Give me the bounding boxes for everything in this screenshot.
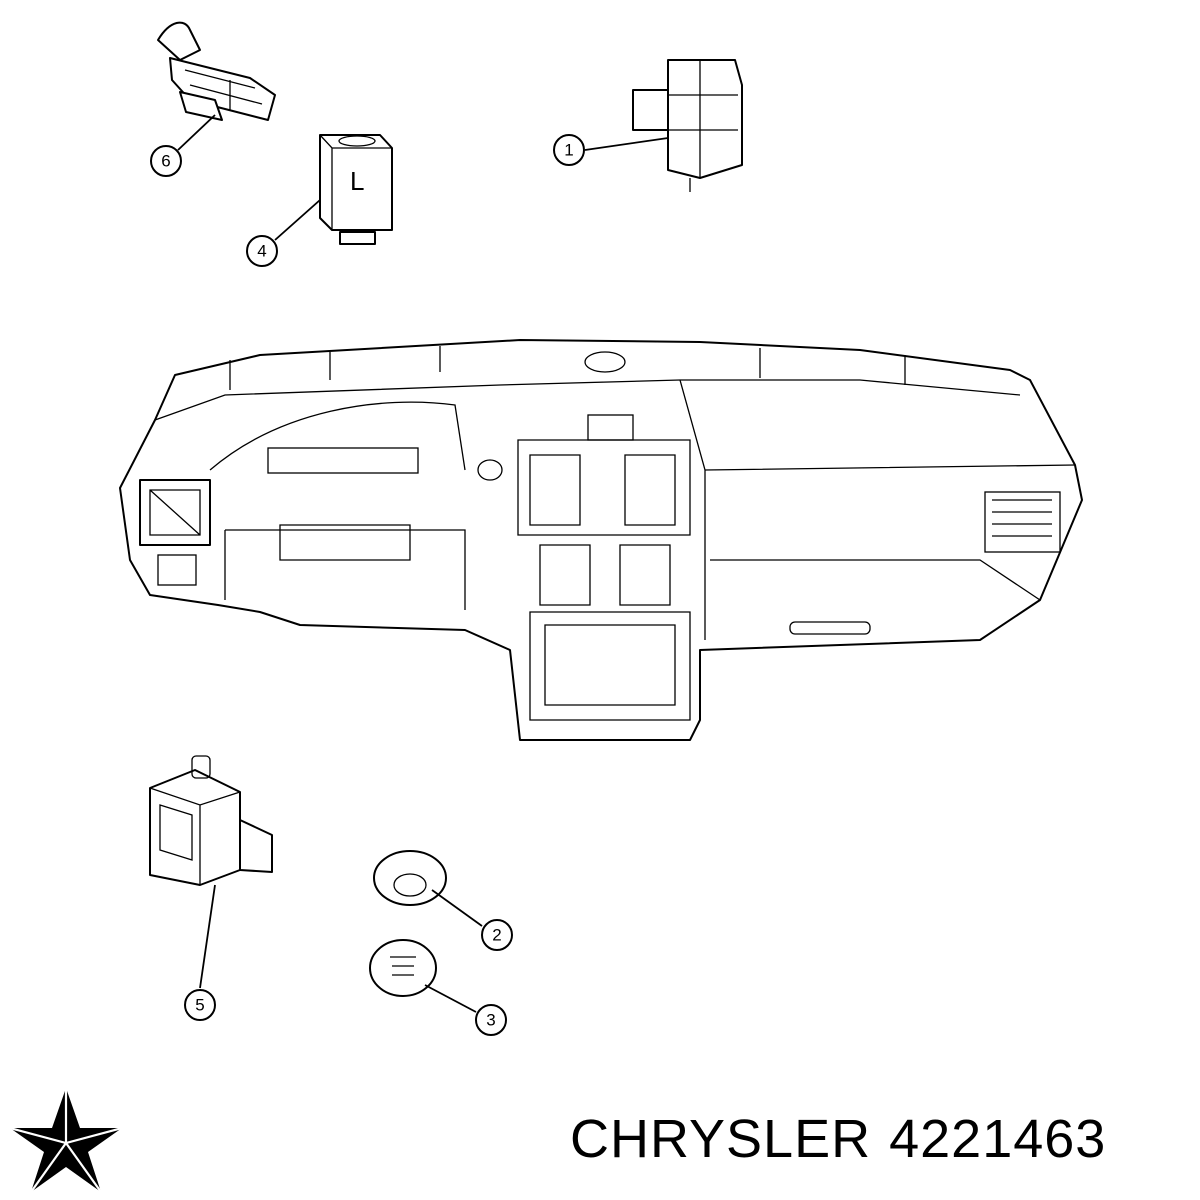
callout-5: 5 <box>184 989 216 1021</box>
callout-1: 1 <box>553 134 585 166</box>
leader-lines <box>177 114 669 1013</box>
brand-part-number-caption: CHRYSLER 4221463 <box>570 1108 1124 1170</box>
part-4-switch: L <box>319 134 393 245</box>
svg-text:4: 4 <box>257 242 266 261</box>
switch-letter-label: L <box>350 166 364 196</box>
svg-text:2: 2 <box>492 926 501 945</box>
part-1-switch-module <box>632 59 743 192</box>
part-number: 4221463 <box>889 1109 1107 1169</box>
svg-text:6: 6 <box>161 152 170 171</box>
instrument-panel-assembly <box>119 339 1083 741</box>
callout-6: 6 <box>150 145 182 177</box>
svg-text:3: 3 <box>486 1011 495 1030</box>
callout-2: 2 <box>481 919 513 951</box>
pentastar-logo <box>9 1088 123 1193</box>
svg-text:1: 1 <box>564 141 573 160</box>
part-3-push-button <box>369 939 437 997</box>
part-6-switch-with-cable <box>157 21 276 121</box>
brand-name: CHRYSLER <box>570 1109 872 1169</box>
part-2-bezel-ring <box>373 850 447 906</box>
part-5-switch-housing <box>149 755 273 886</box>
callout-3: 3 <box>475 1004 507 1036</box>
svg-text:5: 5 <box>195 996 204 1015</box>
callout-4: 4 <box>246 235 278 267</box>
